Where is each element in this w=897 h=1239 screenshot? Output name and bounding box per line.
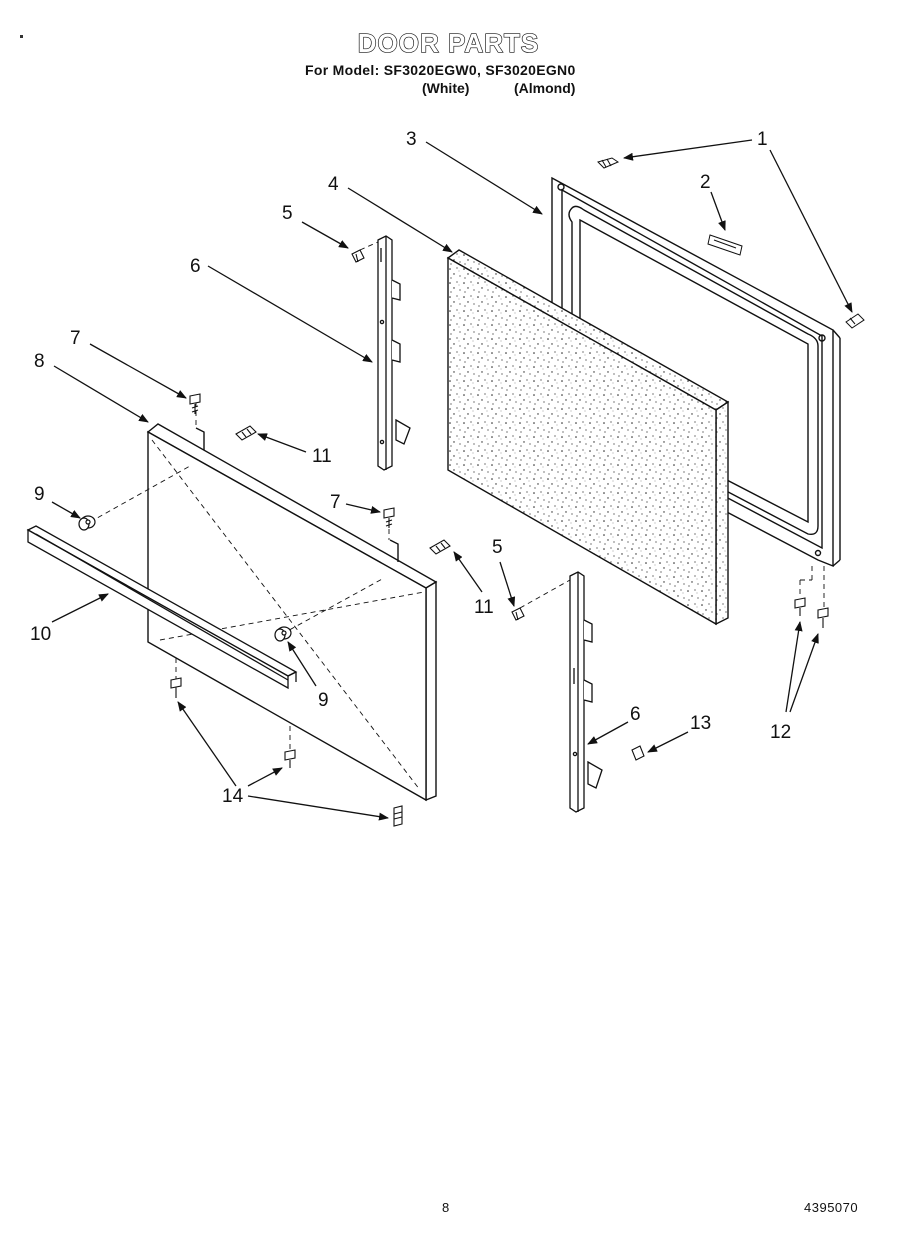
- callout-4: 4: [328, 174, 339, 195]
- callout-11-right: 11: [474, 597, 494, 618]
- rating-label: [707, 234, 743, 256]
- callout-12: 12: [770, 722, 791, 743]
- small-clip: [631, 745, 645, 761]
- panel-screw-c: [393, 805, 403, 827]
- panel-screw-a: [170, 677, 182, 698]
- model-subtitle: For Model: SF3020EGW0, SF3020EGN0: [305, 62, 576, 78]
- frame-screw-top: [597, 157, 620, 169]
- callout-7-right: 7: [330, 492, 341, 513]
- callout-11-left: 11: [312, 446, 332, 467]
- leader-lines: [51, 139, 853, 821]
- door-hinge-lower: [569, 571, 603, 813]
- frame-screw-bottom-left: [794, 597, 806, 616]
- callout-13: 13: [690, 713, 711, 734]
- variant-white-label: (White): [422, 80, 470, 96]
- callout-5-lower: 5: [492, 537, 503, 558]
- panel-screw-b: [284, 749, 296, 768]
- page-number: 8: [442, 1200, 450, 1215]
- callout-5-upper: 5: [282, 203, 293, 224]
- frame-screw-right: [845, 313, 865, 329]
- callout-9-left: 9: [34, 484, 45, 505]
- door-hinge-upper: [377, 235, 411, 471]
- callout-10: 10: [30, 624, 51, 645]
- callout-3: 3: [406, 129, 417, 150]
- outer-door-panel: [146, 423, 438, 802]
- callout-7-left: 7: [70, 328, 81, 349]
- hinge-clip-lower: [511, 607, 525, 621]
- callout-2: 2: [700, 172, 711, 193]
- callout-1: 1: [757, 129, 768, 150]
- door-pin-left: [235, 425, 257, 441]
- stray-mark: [20, 35, 23, 38]
- page-title: DOOR PARTS: [357, 27, 540, 58]
- spacer-left: [78, 515, 96, 531]
- variant-almond-label: (Almond): [514, 80, 576, 96]
- frame-screw-bottom-right: [817, 607, 829, 628]
- door-trim-strip: [26, 525, 298, 690]
- hinge-screw-right: [383, 507, 395, 528]
- callout-14: 14: [222, 786, 244, 807]
- door-pin-right: [429, 539, 451, 555]
- callout-6-upper: 6: [190, 256, 201, 277]
- callout-6-lower: 6: [630, 704, 641, 725]
- document-number: 4395070: [804, 1200, 859, 1215]
- spacer-right: [274, 626, 292, 642]
- alignment-dashes: [89, 241, 825, 791]
- hinge-screw-left: [189, 393, 201, 414]
- hinge-clip-upper: [351, 249, 365, 263]
- insulation-panel: [446, 249, 730, 626]
- callout-9-right: 9: [318, 690, 329, 711]
- callout-8: 8: [34, 351, 45, 372]
